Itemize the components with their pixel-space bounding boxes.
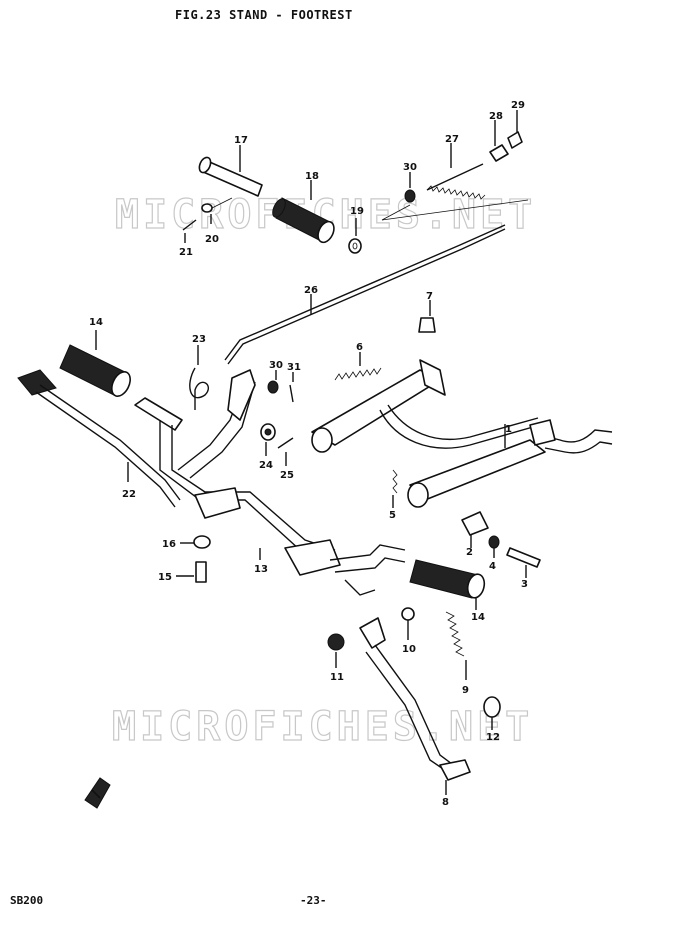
part-30-nut-mid <box>267 370 279 394</box>
part-30-nut-top <box>381 172 529 221</box>
callout-11: 11 <box>330 672 344 683</box>
model-code: SB200 <box>10 894 44 907</box>
callout-28: 28 <box>489 111 503 122</box>
part-26-rod <box>224 224 506 365</box>
part-19-washer <box>348 218 362 254</box>
callout-8: 8 <box>442 797 449 808</box>
part-14-footrest-rubber-left <box>59 330 131 397</box>
callout-17: 17 <box>234 135 248 146</box>
callout-27: 27 <box>445 134 459 145</box>
callout-16: 16 <box>162 539 176 550</box>
callout-6: 6 <box>356 342 363 353</box>
callout-20: 20 <box>205 234 219 245</box>
callout-2: 2 <box>466 547 473 558</box>
watermark-bottom: MICROFICHES.NET <box>112 704 533 750</box>
part-7-cap <box>418 300 436 333</box>
part-27-spring <box>426 143 486 200</box>
callout-29: 29 <box>511 100 525 111</box>
page-number: -23- <box>300 894 327 907</box>
part-25-bolt <box>277 437 294 466</box>
part-20-clip <box>201 197 233 224</box>
callout-14-right: 14 <box>471 612 485 623</box>
callout-1: 1 <box>505 424 512 435</box>
callout-7: 7 <box>426 291 433 302</box>
callout-9: 9 <box>462 685 469 696</box>
part-9-spring <box>445 611 467 680</box>
callout-23: 23 <box>192 334 206 345</box>
part-10-bolt <box>401 607 415 640</box>
part-12-cap <box>483 696 501 730</box>
callout-13: 13 <box>254 564 268 575</box>
part-5-pin <box>392 469 398 508</box>
figure-title: FIG.23 STAND - FOOTREST <box>175 8 353 22</box>
part-4-nut <box>488 535 500 558</box>
part-17-pin <box>198 145 263 197</box>
callout-12: 12 <box>486 732 500 743</box>
callout-5: 5 <box>389 510 396 521</box>
callout-26: 26 <box>304 285 318 296</box>
part-16-nut <box>180 535 211 549</box>
callout-22: 22 <box>122 489 136 500</box>
callout-14-left: 14 <box>89 317 103 328</box>
part-18-rubber <box>272 180 335 244</box>
part-31-pin <box>289 372 294 403</box>
part-15-bolt <box>176 561 207 583</box>
part-11-nut <box>327 633 345 668</box>
callout-24: 24 <box>259 460 273 471</box>
callout-30-mid: 30 <box>269 360 283 371</box>
part-24-nut <box>260 423 276 456</box>
part-13-frame-bracket <box>134 369 406 596</box>
part-28-sleeve <box>489 120 509 162</box>
callout-18: 18 <box>305 171 319 182</box>
callout-21: 21 <box>179 247 193 258</box>
callout-31: 31 <box>287 362 301 373</box>
part-23-clip <box>189 345 210 410</box>
part-6-spring <box>334 352 382 381</box>
part-1-center-stand <box>311 359 613 508</box>
callout-19: 19 <box>350 206 364 217</box>
callout-30-top: 30 <box>403 162 417 173</box>
part-8-side-stand <box>359 617 471 795</box>
front-direction-arrow-icon <box>84 777 111 809</box>
part-21-screw <box>182 219 197 243</box>
callout-25: 25 <box>280 470 294 481</box>
callout-10: 10 <box>402 644 416 655</box>
part-2-collar <box>461 511 489 548</box>
callout-3: 3 <box>521 579 528 590</box>
callout-15: 15 <box>158 572 172 583</box>
callout-4: 4 <box>489 561 496 572</box>
part-14-footrest-rubber-right <box>409 559 486 610</box>
part-29-cap <box>507 110 523 149</box>
part-22-brake-pedal <box>17 369 181 508</box>
part-3-bolt <box>506 547 541 578</box>
callout-labels: 1 2 3 4 5 6 7 8 9 10 11 12 13 14 14 15 1… <box>89 100 528 808</box>
